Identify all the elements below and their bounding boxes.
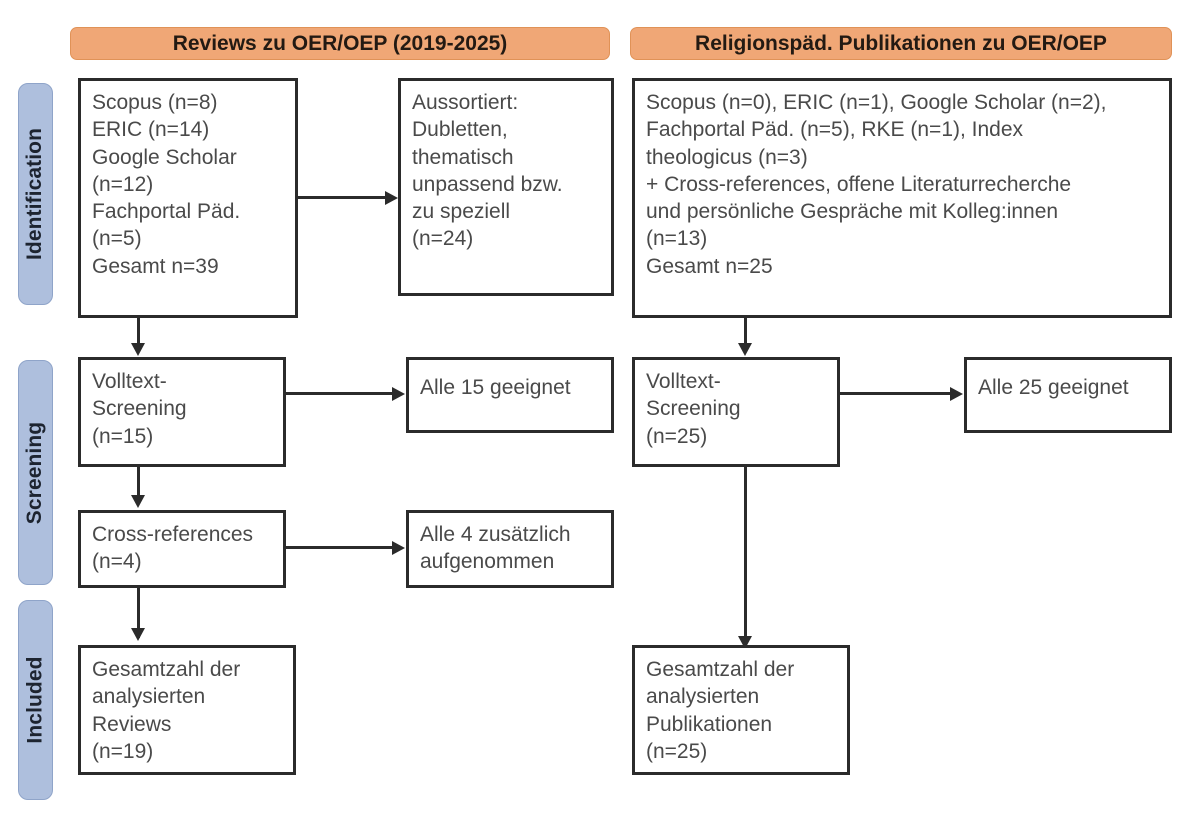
arrowhead-left-screening-to-crossref	[131, 495, 145, 508]
stage-label-screening: Screening	[23, 421, 47, 524]
connector-left-crossref-to-included-note	[286, 546, 393, 549]
arrowhead-left-identification-to-excluded	[385, 191, 398, 205]
box-right-total-included: Gesamtzahl der analysierten Publikatione…	[632, 645, 850, 775]
connector-right-identification-to-screening	[744, 318, 747, 352]
column-header-publikationen-label: Religionspäd. Publikationen zu OER/OEP	[695, 31, 1107, 55]
connector-left-identification-to-screening	[137, 318, 140, 352]
arrowhead-right-screening-to-eligible	[950, 387, 963, 401]
arrowhead-right-identification-to-screening	[738, 343, 752, 356]
box-left-total-included: Gesamtzahl der analysierten Reviews (n=1…	[78, 645, 296, 775]
box-right-fulltext-screening: Volltext- Screening (n=25)	[632, 357, 840, 467]
box-left-cross-ref-included: Alle 4 zusätzlich aufgenommen	[406, 510, 614, 588]
stage-pill-identification: Identification	[18, 83, 53, 305]
box-left-identification-sources: Scopus (n=8) ERIC (n=14) Google Scholar …	[78, 78, 298, 318]
connector-left-screening-to-crossref	[137, 467, 140, 503]
connector-right-screening-to-eligible	[840, 392, 951, 395]
connector-left-crossref-to-total	[137, 588, 140, 638]
arrowhead-left-crossref-to-total	[131, 628, 145, 641]
box-left-cross-references: Cross-references (n=4)	[78, 510, 286, 588]
arrowhead-left-crossref-to-included-note	[392, 541, 405, 555]
column-header-publikationen: Religionspäd. Publikationen zu OER/OEP	[630, 27, 1172, 60]
box-left-excluded: Aussortiert: Dubletten, thematisch unpas…	[398, 78, 614, 296]
column-header-reviews: Reviews zu OER/OEP (2019-2025)	[70, 27, 610, 60]
column-header-reviews-label: Reviews zu OER/OEP (2019-2025)	[172, 31, 508, 55]
arrowhead-left-screening-to-eligible	[392, 387, 405, 401]
box-right-all-eligible: Alle 25 geeignet	[964, 357, 1172, 433]
arrowhead-left-identification-to-screening	[131, 343, 145, 356]
stage-label-included: Included	[23, 656, 47, 744]
connector-left-identification-to-excluded	[298, 196, 387, 199]
connector-left-screening-to-eligible	[286, 392, 393, 395]
stage-pill-included: Included	[18, 600, 53, 800]
stage-pill-screening: Screening	[18, 360, 53, 585]
connector-right-screening-to-total	[744, 467, 747, 647]
box-left-all-eligible: Alle 15 geeignet	[406, 357, 614, 433]
box-left-fulltext-screening: Volltext- Screening (n=15)	[78, 357, 286, 467]
stage-label-identification: Identification	[23, 127, 47, 261]
box-right-identification-sources: Scopus (n=0), ERIC (n=1), Google Scholar…	[632, 78, 1172, 318]
